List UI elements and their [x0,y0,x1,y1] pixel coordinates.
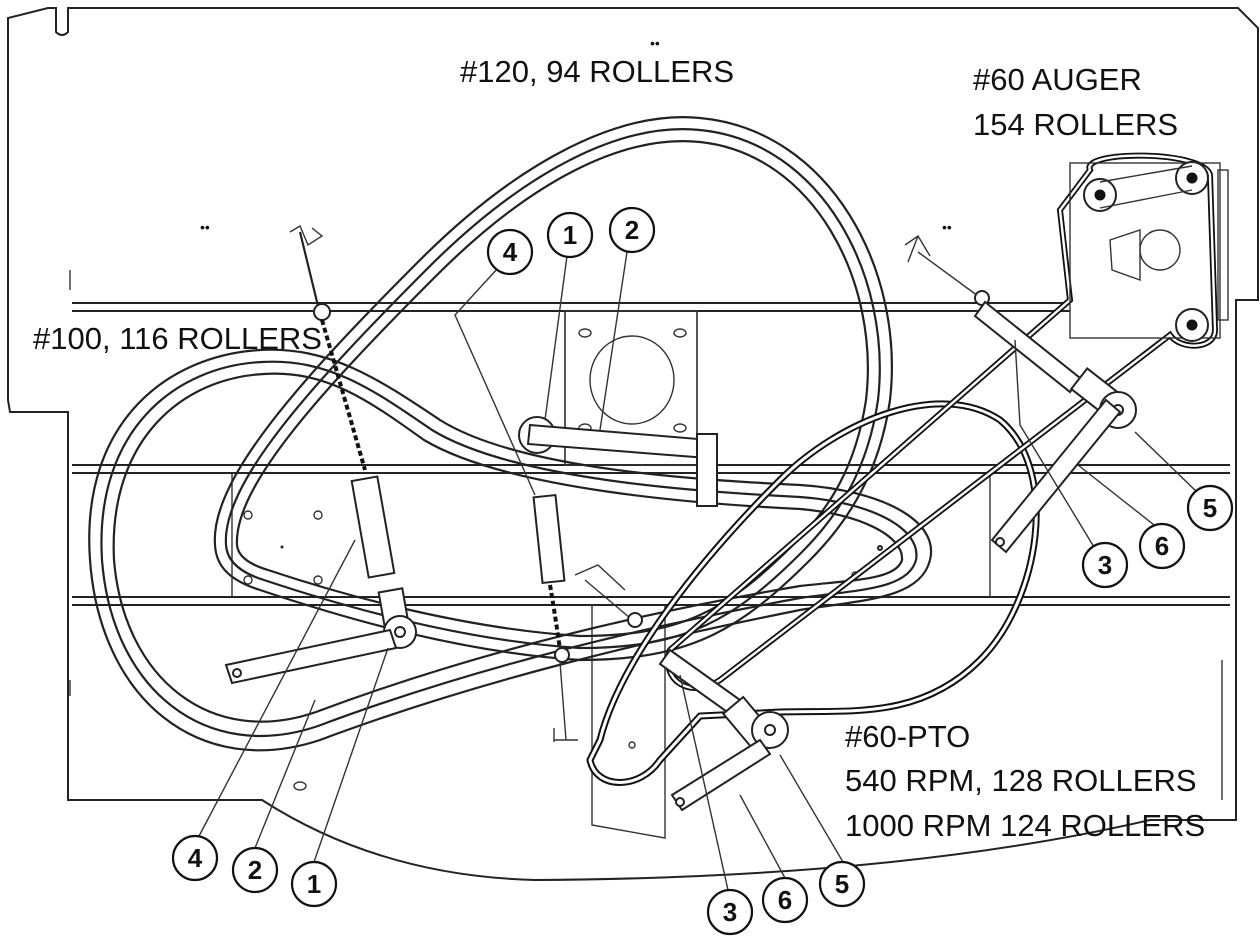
center-mount-plate [564,310,698,466]
pto-bracket [591,605,666,839]
callout-5-bottom: 5 [818,860,866,908]
callout-3-right: 3 [1081,541,1129,589]
svg-text:••: •• [650,35,660,51]
chain-120-label: #120, 94 ROLLERS [460,54,734,89]
leader-lines [197,251,1201,891]
callout-4-top-text: 4 [503,237,518,267]
callout-6-right-text: 6 [1155,531,1169,561]
callout-5-right-text: 5 [1203,493,1217,523]
callout-3-right-text: 3 [1098,550,1112,580]
chain-100-loop [88,348,933,752]
chain-60-auger-loop [665,152,1219,692]
callout-3-bottom: 3 [706,888,754,936]
frame-outline: •• •• •• [7,7,1259,882]
callout-5-right: 5 [1186,484,1234,532]
callout-1-bottom: 1 [290,860,338,908]
callout-4-bottom: 4 [171,834,219,882]
left-mount-plate [243,510,323,791]
left-idler-assembly [224,224,417,685]
callout-6-bottom: 6 [761,876,809,924]
callout-1-top: 1 [546,211,594,259]
chain-100-label: #100, 116 ROLLERS [33,321,322,356]
center-idler-assembly [518,416,718,742]
svg-text:••: •• [200,219,210,235]
chain-auger-label-line2: 154 ROLLERS [973,107,1178,142]
callout-2-top-text: 2 [625,215,639,245]
callout-4-bottom-text: 4 [188,843,203,873]
callout-2-top: 2 [608,206,656,254]
callout-2-bottom-text: 2 [248,855,262,885]
auger-tensioner [904,234,1137,554]
svg-text:••: •• [942,219,952,235]
chain-pto-label-line2: 540 RPM, 128 ROLLERS [845,763,1197,798]
callout-6-bottom-text: 6 [778,885,792,915]
callout-6-right: 6 [1138,522,1186,570]
chain-pto-label-line1: #60-PTO [845,719,970,754]
callout-1-bottom-text: 1 [307,869,321,899]
callout-3-bottom-text: 3 [723,897,737,927]
callout-1-top-text: 1 [563,220,577,250]
pto-tensioner [658,648,789,812]
callout-2-bottom: 2 [231,846,279,894]
chain-auger-label-line1: #60 AUGER [973,62,1142,97]
callout-4-top: 4 [486,228,534,276]
chain-pto-label-line3: 1000 RPM 124 ROLLERS [845,808,1205,843]
callout-5-bottom-text: 5 [835,869,849,899]
auger-gearbox [1069,161,1229,342]
